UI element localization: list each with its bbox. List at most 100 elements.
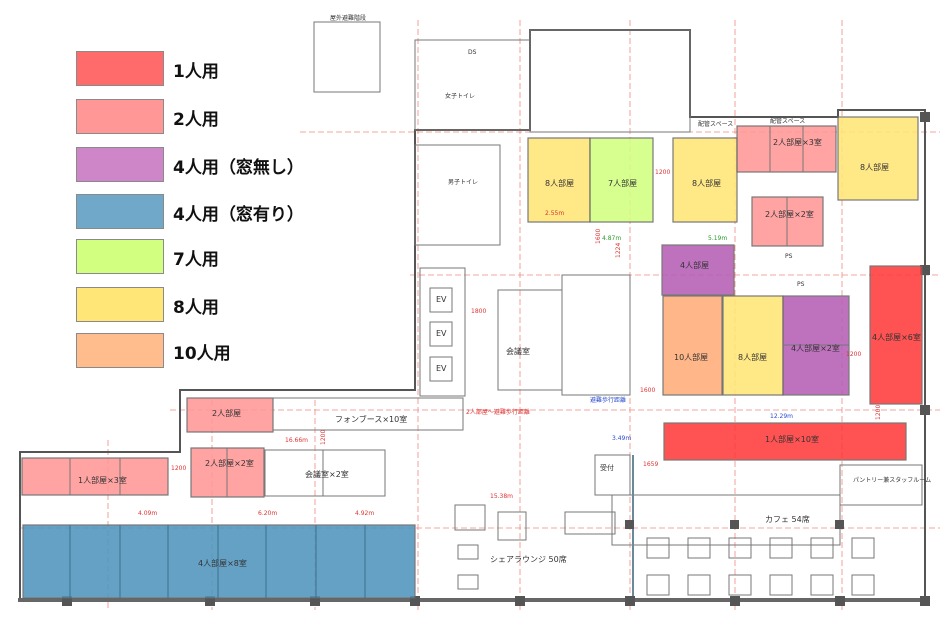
- room-2-person-x3: 2人部屋×3室: [736, 125, 837, 173]
- room-10-person: 10人部屋: [662, 295, 723, 396]
- svg-text:6.20m: 6.20m: [258, 510, 277, 517]
- room-8-person-d: 8人部屋: [722, 295, 784, 396]
- meeting-rooms-x2: 会議室×2室: [264, 449, 386, 497]
- svg-text:3.49m: 3.49m: [612, 435, 631, 442]
- room-1-person-x10: 1人部屋×10室: [663, 422, 907, 461]
- svg-text:4人部屋×8室: 4人部屋×8室: [198, 558, 247, 568]
- legend-item-4-person-no-window: 4人用（窓無し）: [76, 147, 376, 183]
- legend-item-10-person: 10人用: [76, 333, 376, 369]
- meeting-room-label: 会議室: [506, 346, 530, 356]
- svg-text:避難歩行距離: 避難歩行距離: [590, 396, 626, 404]
- lounge-table: [564, 511, 616, 535]
- svg-text:1659: 1659: [643, 461, 658, 468]
- svg-text:1200: 1200: [846, 351, 861, 358]
- cafe-table: [851, 537, 875, 559]
- svg-text:2人部屋×2室: 2人部屋×2室: [765, 209, 814, 219]
- legend-swatch: [76, 333, 164, 368]
- legend-swatch: [76, 194, 164, 229]
- svg-text:5.19m: 5.19m: [708, 235, 727, 242]
- cafe-table: [687, 574, 711, 596]
- svg-text:8人部屋: 8人部屋: [860, 162, 889, 172]
- room-2-person-top: 2人部屋: [186, 397, 274, 433]
- svg-text:2人部屋×3室: 2人部屋×3室: [773, 137, 822, 147]
- phone-booths: フォンブース×10室: [272, 397, 464, 431]
- dimension-annotations: 1200 1600 1224 1800 1600 1200 1200 1659 …: [138, 169, 882, 517]
- ps-label: PS: [797, 281, 805, 288]
- svg-text:1224: 1224: [615, 243, 622, 258]
- room-8-person-a: 8人部屋: [527, 137, 591, 223]
- cafe-table: [810, 574, 834, 596]
- svg-text:1人部屋×10室: 1人部屋×10室: [765, 434, 819, 444]
- legend-item-8-person: 8人用: [76, 287, 376, 323]
- svg-text:15.38m: 15.38m: [490, 493, 513, 500]
- svg-text:EV: EV: [436, 329, 447, 338]
- lounge-table: [454, 504, 486, 531]
- svg-text:1800: 1800: [471, 308, 486, 315]
- svg-text:1600: 1600: [640, 387, 655, 394]
- legend-swatch: [76, 99, 164, 134]
- columns: [62, 112, 930, 606]
- svg-text:4人部屋×6室: 4人部屋×6室: [872, 332, 921, 342]
- svg-text:8人部屋: 8人部屋: [738, 352, 767, 362]
- reception-label: 受付: [600, 463, 614, 472]
- svg-text:12.29m: 12.29m: [770, 413, 793, 420]
- cafe-table: [769, 537, 793, 559]
- svg-text:会議室×2室: 会議室×2室: [305, 469, 349, 479]
- svg-text:10人部屋: 10人部屋: [674, 352, 708, 362]
- legend-item-7-person: 7人用: [76, 239, 376, 275]
- room-4-person-a: 4人部屋: [661, 244, 735, 296]
- svg-text:8人部屋: 8人部屋: [545, 178, 574, 188]
- men-toilet-label: 男子トイレ: [448, 179, 478, 186]
- share-lounge-label: シェアラウンジ 50席: [490, 554, 567, 564]
- cafe-tables: [454, 504, 875, 596]
- legend-label: 1人用: [173, 62, 219, 82]
- elevators: EV EV EV: [429, 287, 453, 382]
- svg-text:4.87m: 4.87m: [602, 235, 621, 242]
- ds-label: DS: [468, 49, 477, 56]
- legend-label: 7人用: [173, 250, 219, 270]
- legend-label: 10人用: [173, 344, 231, 364]
- legend-item-1-person: 1人用: [76, 51, 376, 87]
- legend-item-4-person-window: 4人用（窓有り）: [76, 194, 376, 230]
- cafe-table: [687, 537, 711, 559]
- svg-text:2人部屋: 2人部屋: [212, 408, 241, 418]
- room-7-person: 7人部屋: [589, 137, 654, 223]
- ps-label: PS: [785, 253, 793, 260]
- room-1-person-x3: 1人部屋×3室: [21, 457, 169, 496]
- legend-swatch: [76, 51, 164, 86]
- svg-text:8人部屋: 8人部屋: [692, 178, 721, 188]
- svg-text:EV: EV: [436, 295, 447, 304]
- svg-text:2人部屋～避難歩行距離: 2人部屋～避難歩行距離: [466, 408, 530, 416]
- svg-text:1人部屋×3室: 1人部屋×3室: [78, 475, 127, 485]
- svg-text:4人部屋: 4人部屋: [680, 260, 709, 270]
- room-4-person-x6: 4人部屋×6室: [869, 265, 923, 405]
- svg-text:4.92m: 4.92m: [355, 510, 374, 517]
- cafe-table: [851, 574, 875, 596]
- cafe-table: [646, 537, 670, 559]
- legend-label: 2人用: [173, 110, 219, 130]
- piping-space-label: 配管スペース: [770, 117, 805, 125]
- room-8-person-b: 8人部屋: [672, 137, 738, 223]
- svg-text:EV: EV: [436, 364, 447, 373]
- svg-text:16.66m: 16.66m: [285, 437, 308, 444]
- svg-text:1200: 1200: [320, 430, 327, 445]
- room-4-person-x2: 4人部屋×2室: [782, 295, 850, 396]
- outdoor-stairs-label: 屋外避難階段: [330, 14, 366, 22]
- svg-text:2人部屋×2室: 2人部屋×2室: [205, 458, 254, 468]
- legend-label: 4人用（窓無し）: [173, 158, 304, 178]
- legend-label: 8人用: [173, 298, 219, 318]
- svg-text:7人部屋: 7人部屋: [608, 178, 637, 188]
- legend-item-2-person: 2人用: [76, 99, 376, 135]
- legend-swatch: [76, 147, 164, 182]
- lounge-table: [497, 511, 527, 541]
- cafe-table: [728, 574, 752, 596]
- cafe-table: [810, 537, 834, 559]
- walls: [18, 21, 930, 602]
- pantry-label: パントリー兼スタッフルーム: [853, 476, 931, 484]
- svg-text:2.55m: 2.55m: [545, 210, 564, 217]
- svg-text:4人部屋×2室: 4人部屋×2室: [791, 343, 840, 353]
- piping-space-label: 配管スペース: [698, 120, 733, 128]
- legend-swatch: [76, 287, 164, 322]
- lounge-table: [457, 574, 479, 590]
